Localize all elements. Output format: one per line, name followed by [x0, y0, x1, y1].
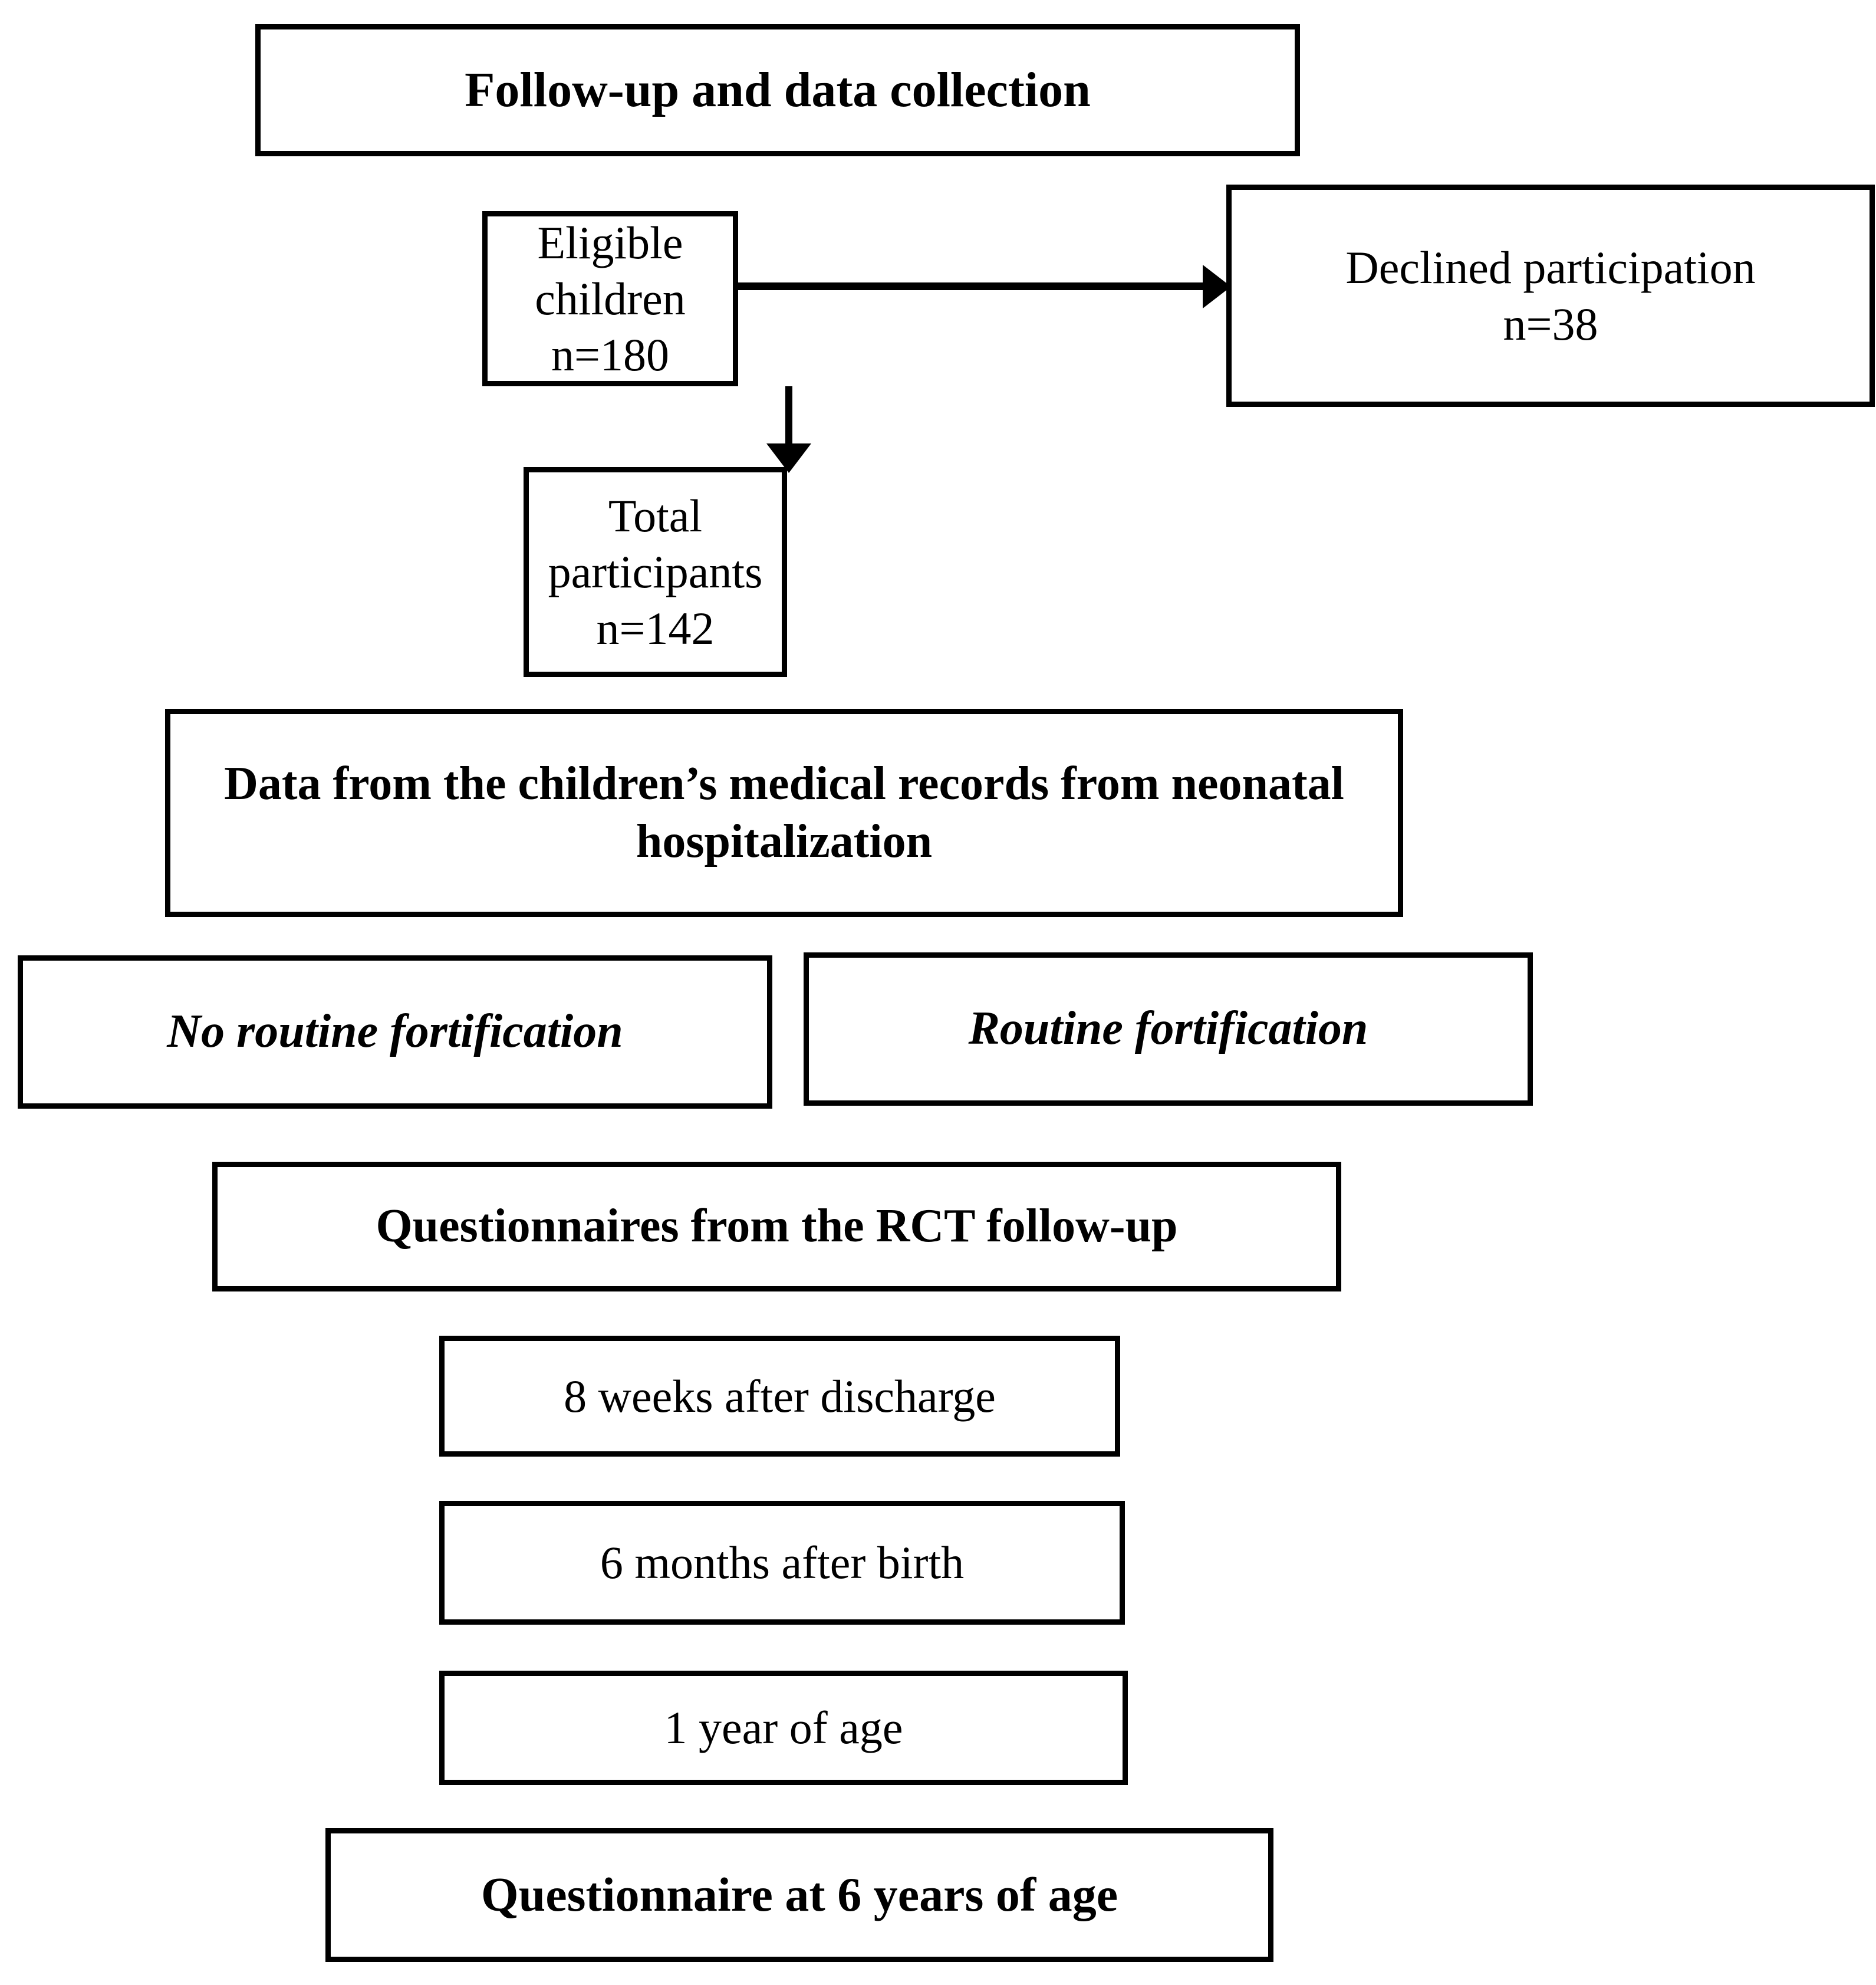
node-label: Data from the children’s medical records…	[224, 757, 1344, 867]
node-routine-fortification: Routine fortification	[804, 952, 1533, 1106]
node-total-participants: Total participants n=142	[524, 467, 787, 677]
node-label: Total participants n=142	[548, 490, 763, 654]
node-eligible-children: Eligible children n=180	[482, 211, 738, 386]
node-label: 8 weeks after discharge	[564, 1370, 996, 1422]
node-declined-participation: Declined participation n=38	[1226, 185, 1875, 407]
node-questionnaire-at-6-years-of-age: Questionnaire at 6 years of age	[325, 1828, 1273, 1962]
node-follow-up-and-data-collection: Follow-up and data collection	[255, 24, 1300, 156]
node-label: Questionnaire at 6 years of age	[480, 1868, 1118, 1922]
connector-eligible-to-declined-line	[738, 282, 1210, 290]
node-label: Declined participation n=38	[1345, 242, 1756, 350]
node-8-weeks-after-discharge: 8 weeks after discharge	[439, 1336, 1120, 1457]
connector-eligible-to-total-line	[785, 386, 792, 451]
node-label: Questionnaires from the RCT follow-up	[376, 1200, 1178, 1253]
node-label: Follow-up and data collection	[465, 62, 1091, 117]
node-6-months-after-birth: 6 months after birth	[439, 1501, 1125, 1625]
node-no-routine-fortification: No routine fortification	[18, 955, 772, 1109]
node-label: Eligible children n=180	[535, 216, 686, 381]
node-1-year-of-age: 1 year of age	[439, 1671, 1128, 1785]
node-medical-records: Data from the children’s medical records…	[165, 709, 1403, 917]
node-label: No routine fortification	[167, 1005, 623, 1058]
node-questionnaires-rct-follow-up: Questionnaires from the RCT follow-up	[212, 1162, 1341, 1291]
node-label: 1 year of age	[664, 1702, 903, 1754]
node-label: 6 months after birth	[600, 1537, 965, 1589]
node-label: Routine fortification	[968, 1003, 1368, 1055]
